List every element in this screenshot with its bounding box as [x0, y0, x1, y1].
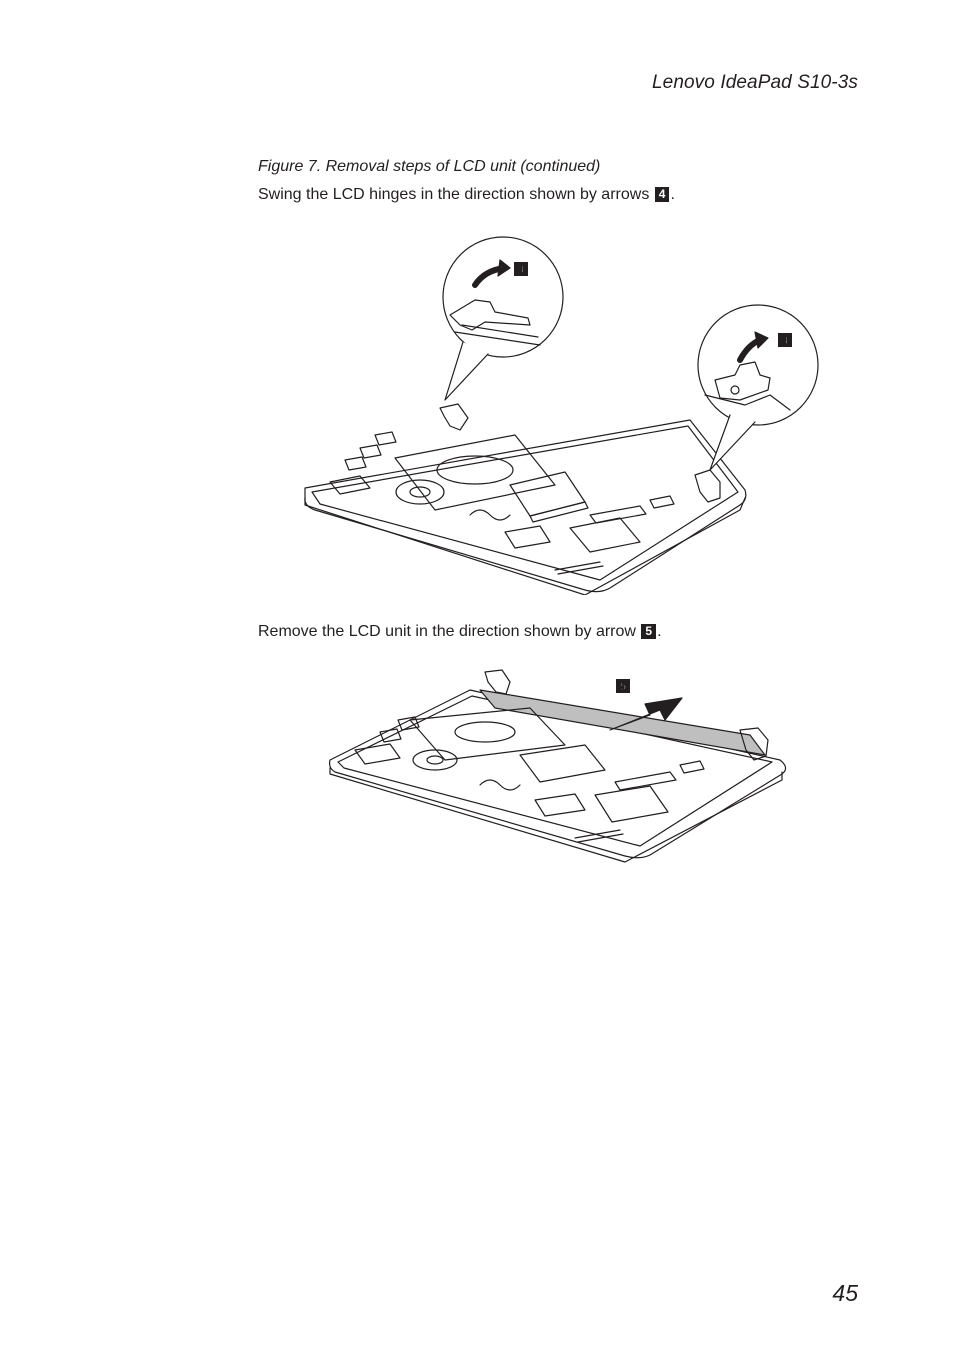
lcd-removal-illustration: 5: [320, 660, 795, 865]
laptop-base-drawing: [304, 403, 747, 595]
step-5-callout-label: 5: [620, 681, 626, 693]
step-4-instruction: Swing the LCD hinges in the direction sh…: [258, 186, 675, 204]
removal-arrow: 5: [609, 679, 683, 731]
figure-caption: Figure 7. Removal steps of LCD unit (con…: [258, 158, 601, 175]
laptop-base-drawing-2: [328, 669, 787, 863]
step-5-text: Remove the LCD unit in the direction sho…: [258, 623, 636, 640]
hinge-swing-illustration: 4 4: [300, 230, 830, 595]
step-5-instruction: Remove the LCD unit in the direction sho…: [258, 623, 662, 641]
page-number: 45: [832, 1280, 858, 1306]
step-4-badge: 4: [654, 187, 670, 202]
right-hinge-callout: 4: [697, 304, 819, 471]
step-5-badge: 5: [641, 624, 657, 639]
step-4-suffix: .: [670, 186, 675, 203]
document-header-title: Lenovo IdeaPad S10-3s: [652, 72, 858, 93]
left-callout-label: 4: [518, 264, 525, 276]
right-callout-label: 4: [782, 335, 789, 347]
step-4-text: Swing the LCD hinges in the direction sh…: [258, 186, 650, 203]
step-5-suffix: .: [657, 623, 662, 640]
left-hinge-callout: 4: [442, 236, 564, 401]
